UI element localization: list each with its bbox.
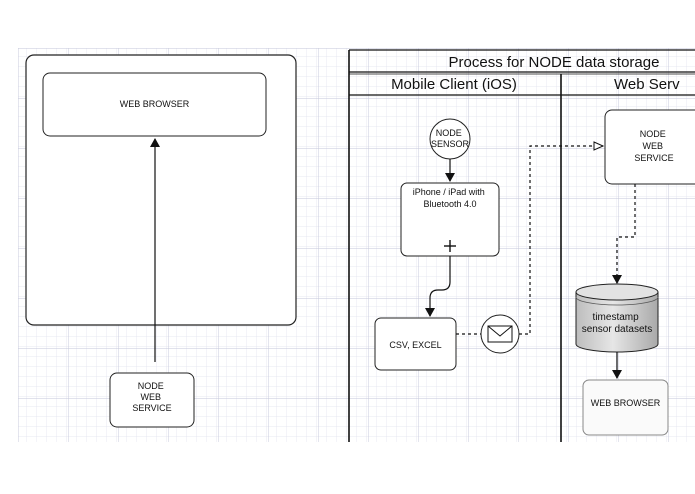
node-web-service-left-node[interactable]: NODE WEB SERVICE [109,372,195,428]
envelope-icon[interactable] [480,314,520,354]
dashed-message-to-web-service [519,141,605,335]
node-web-service-right-node[interactable]: NODE WEB SERVICE [604,109,695,185]
lane-web-service-title: Web Serv [614,76,680,93]
node-sensor-node[interactable]: NODE SENSOR [429,118,471,160]
lane-mobile-client-title: Mobile Client (iOS) [391,76,517,93]
web-browser-right-node[interactable]: WEB BROWSER [582,379,669,436]
pool-title: Process for NODE data storage [449,54,660,71]
web-browser-left-node[interactable]: WEB BROWSER [42,72,267,137]
csv-excel-node[interactable]: CSV, EXCEL [374,317,457,371]
csv-excel-label: CSV, EXCEL [389,340,441,350]
web-browser-left-label: WEB BROWSER [120,99,190,109]
iphone-ipad-label: iPhone / iPad with Bluetooth 4.0 [413,187,488,209]
node-web-service-left-label: NODE WEB SERVICE [132,381,171,413]
node-web-service-right-label: NODE WEB SERVICE [634,129,673,163]
dashed-service-to-datastore [612,184,636,284]
plus-icon [444,240,456,252]
web-browser-right-label: WEB BROWSER [591,398,661,408]
iphone-ipad-node[interactable]: iPhone / iPad with Bluetooth 4.0 [400,182,500,257]
timestamp-datastore-node[interactable]: timestamp sensor datasets [575,283,659,353]
arrow-iphone-to-csv [425,256,451,317]
datastore-label: timestamp sensor datasets [582,312,653,335]
node-sensor-label: NODE SENSOR [431,128,470,149]
process-pool: Process for NODE data storage Mobile Cli… [348,49,695,442]
